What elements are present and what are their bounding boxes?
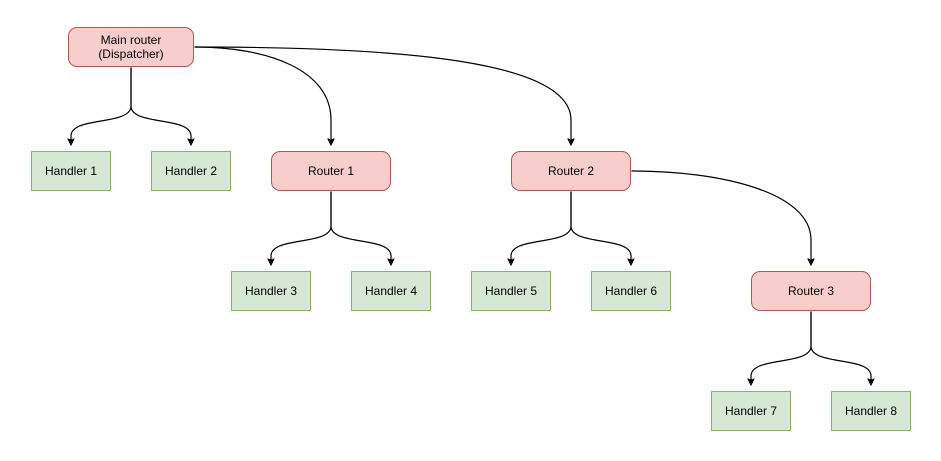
edge-router-1-to-handler-3	[271, 191, 332, 265]
edge-router-1-to-handler-4	[330, 191, 391, 265]
node-label-handler-6: Handler 6	[604, 284, 658, 298]
edge-router-3-to-handler-8	[810, 311, 871, 385]
node-handler-7[interactable]: Handler 7	[711, 391, 791, 431]
node-label-router-1: Router 1	[307, 164, 355, 178]
edge-router-2-to-router-3	[631, 170, 811, 265]
node-label-handler-3: Handler 3	[244, 284, 298, 298]
node-router-3[interactable]: Router 3	[751, 271, 871, 311]
node-router-1[interactable]: Router 1	[271, 151, 391, 191]
node-label-handler-5: Handler 5	[484, 284, 538, 298]
edges-group	[71, 46, 871, 385]
edge-main-to-handler-1	[71, 67, 132, 145]
edge-router-3-to-handler-7	[751, 311, 812, 385]
node-main-router[interactable]: Main router (Dispatcher)	[68, 27, 194, 67]
node-label-handler-2: Handler 2	[164, 164, 218, 178]
edge-router-2-to-handler-6	[570, 191, 631, 265]
node-handler-3[interactable]: Handler 3	[231, 271, 311, 311]
node-handler-8[interactable]: Handler 8	[831, 391, 911, 431]
node-handler-4[interactable]: Handler 4	[351, 271, 431, 311]
node-label-router-2: Router 2	[547, 164, 595, 178]
edge-router-2-to-handler-5	[511, 191, 572, 265]
edge-main-to-router-2	[194, 46, 571, 145]
node-handler-5[interactable]: Handler 5	[471, 271, 551, 311]
node-handler-1[interactable]: Handler 1	[31, 151, 111, 191]
node-router-2[interactable]: Router 2	[511, 151, 631, 191]
edge-main-to-router-1	[194, 46, 331, 145]
node-label-handler-1: Handler 1	[44, 164, 98, 178]
node-label-handler-4: Handler 4	[364, 284, 418, 298]
node-label-main-router: Main router (Dispatcher)	[98, 33, 164, 61]
node-label-handler-7: Handler 7	[724, 404, 778, 418]
edge-main-to-handler-2	[130, 67, 191, 145]
node-label-router-3: Router 3	[787, 284, 835, 298]
node-label-handler-8: Handler 8	[844, 404, 898, 418]
node-handler-6[interactable]: Handler 6	[591, 271, 671, 311]
node-handler-2[interactable]: Handler 2	[151, 151, 231, 191]
